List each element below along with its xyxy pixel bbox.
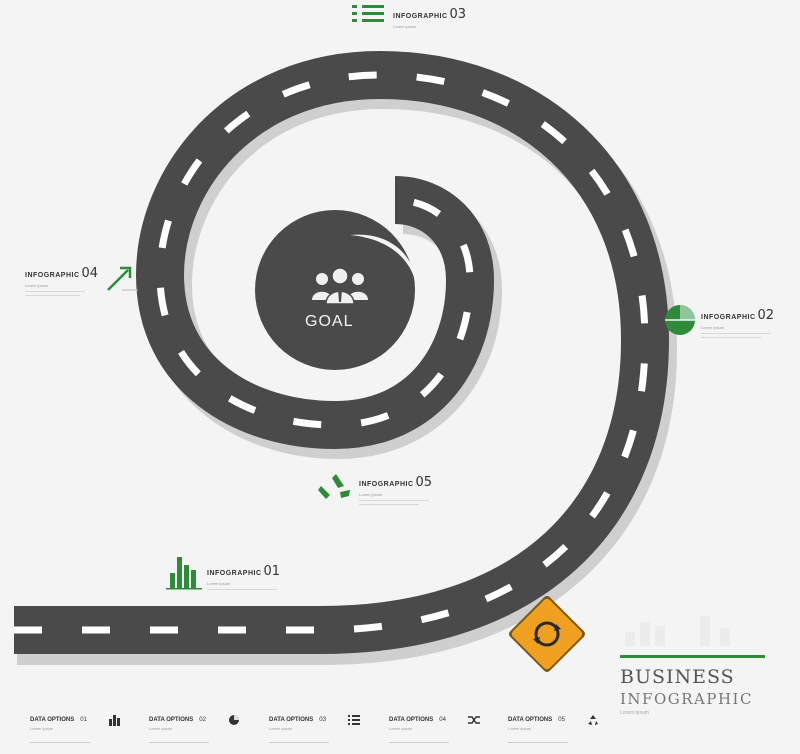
option-number: 04 bbox=[439, 717, 446, 723]
placeholder-lines bbox=[359, 500, 432, 505]
step-title: INFOGRAPHIC bbox=[25, 272, 80, 279]
divider bbox=[508, 742, 568, 743]
option-title: DATA OPTIONS bbox=[149, 717, 194, 723]
step-number: 03 bbox=[449, 7, 467, 22]
data-option-01: DATA OPTIONS 01 Lorem ipsum bbox=[30, 708, 130, 743]
pie-chart-icon bbox=[229, 715, 239, 725]
pie-chart-icon bbox=[665, 305, 695, 335]
shuffle-icon bbox=[468, 716, 480, 724]
option-sub: Lorem ipsum bbox=[30, 726, 54, 731]
data-option-02: DATA OPTIONS 02 Lorem ipsum bbox=[149, 708, 249, 743]
data-option-04: DATA OPTIONS 04 Lorem ipsum bbox=[389, 708, 489, 743]
arrow-up-right-icon bbox=[107, 266, 138, 291]
list-icon bbox=[348, 715, 360, 725]
option-sub: Lorem ipsum bbox=[149, 726, 173, 731]
option-sub: Lorem ipsum bbox=[389, 726, 413, 731]
menu-list-icon bbox=[352, 5, 384, 22]
option-number: 02 bbox=[199, 717, 206, 723]
step-sub: Lorem ipsum bbox=[393, 24, 417, 29]
placeholder-lines bbox=[701, 333, 774, 338]
bar-chart-icon bbox=[166, 557, 202, 590]
option-number: 05 bbox=[558, 717, 565, 723]
option-sub: Lorem ipsum bbox=[269, 726, 293, 731]
step-number: 05 bbox=[415, 475, 433, 490]
placeholder-lines bbox=[25, 291, 98, 296]
recycle-icon bbox=[588, 715, 598, 725]
option-sub: Lorem ipsum bbox=[508, 726, 532, 731]
option-title: DATA OPTIONS bbox=[508, 717, 553, 723]
recycle-icon bbox=[318, 474, 350, 499]
people-icon bbox=[312, 267, 368, 305]
step-title: INFOGRAPHIC bbox=[393, 13, 448, 20]
divider bbox=[30, 742, 90, 743]
bar-chart-icon bbox=[109, 715, 120, 726]
step-number: 04 bbox=[81, 266, 99, 281]
business-heading: BUSINESS INFOGRAPHIC Lorem ipsum bbox=[620, 655, 765, 716]
placeholder-lines bbox=[207, 589, 280, 590]
option-number: 03 bbox=[319, 717, 326, 723]
roundabout-sign-icon bbox=[509, 596, 585, 672]
option-title: DATA OPTIONS bbox=[269, 717, 314, 723]
step-number: 02 bbox=[757, 308, 775, 323]
option-number: 01 bbox=[80, 717, 87, 723]
accent-bar bbox=[620, 655, 765, 658]
step-title: INFOGRAPHIC bbox=[359, 481, 414, 488]
data-option-05: DATA OPTIONS 05 Lorem ipsum bbox=[508, 708, 608, 743]
divider bbox=[389, 742, 449, 743]
step-title: INFOGRAPHIC bbox=[701, 314, 756, 321]
goal-disc bbox=[255, 210, 415, 370]
divider bbox=[149, 742, 209, 743]
goal-label: GOAL bbox=[305, 313, 354, 330]
divider bbox=[269, 742, 329, 743]
step-number: 01 bbox=[263, 564, 281, 579]
step-sub: Lorem ipsum bbox=[25, 283, 49, 288]
business-title: BUSINESS bbox=[620, 666, 735, 688]
business-subtitle: INFOGRAPHIC bbox=[620, 690, 753, 708]
step-sub: Lorem ipsum bbox=[207, 581, 231, 586]
step-title: INFOGRAPHIC bbox=[207, 570, 262, 577]
step-sub: Lorem ipsum bbox=[359, 492, 383, 497]
option-title: DATA OPTIONS bbox=[389, 717, 434, 723]
step-sub: Lorem ipsum bbox=[701, 325, 725, 330]
option-title: DATA OPTIONS bbox=[30, 717, 75, 723]
data-option-03: DATA OPTIONS 03 Lorem ipsum bbox=[269, 708, 369, 743]
background-bars bbox=[625, 616, 730, 646]
road-dashes bbox=[14, 71, 649, 634]
business-caption: Lorem ipsum bbox=[620, 710, 649, 716]
